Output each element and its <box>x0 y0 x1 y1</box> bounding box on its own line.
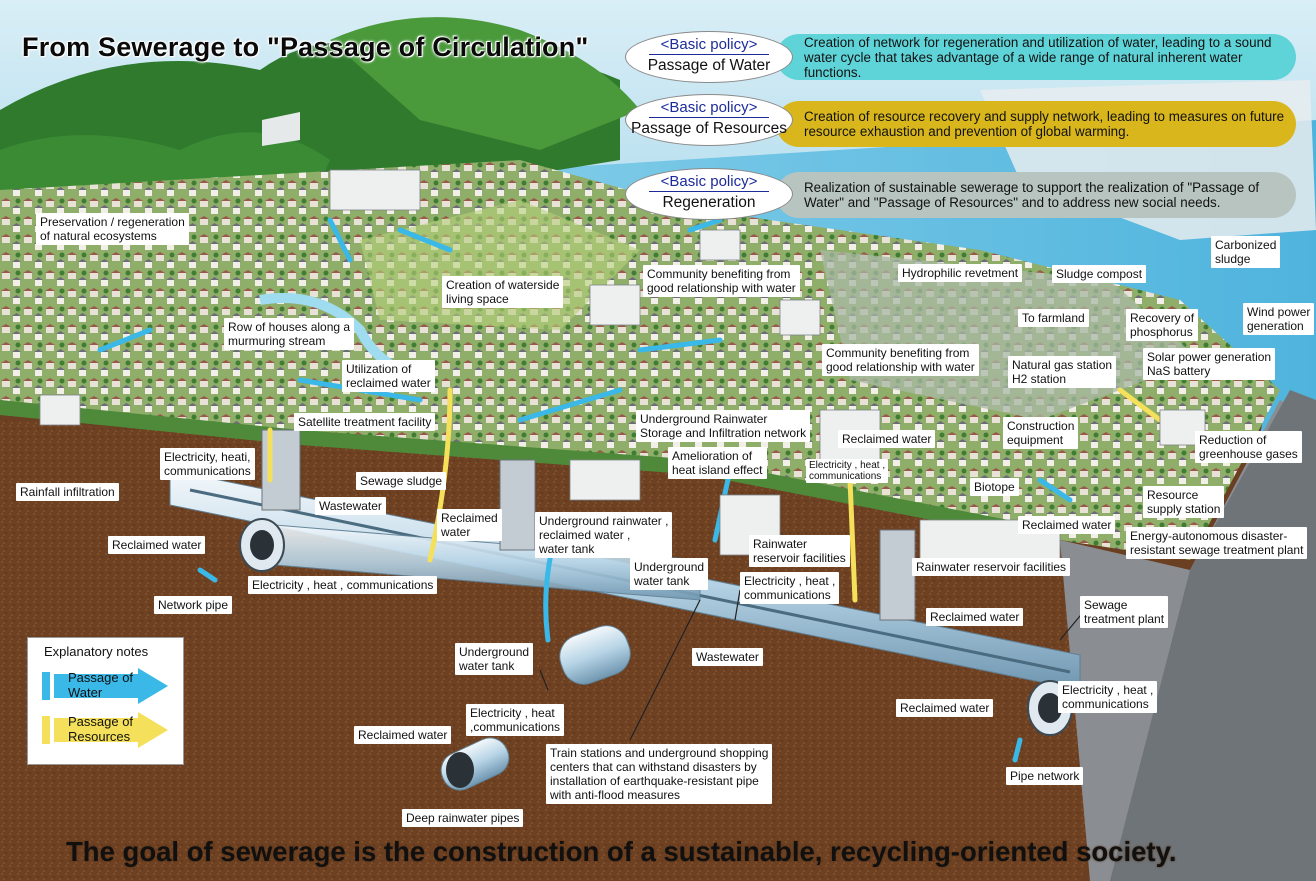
label-reclaimed-left: Reclaimed water <box>108 536 206 554</box>
label-elec-low: Electricity , heat ,communications <box>466 704 565 736</box>
label-carbonized: Carbonized sludge <box>1211 236 1281 268</box>
label-ug-tank-3: Underground water tank <box>455 643 534 675</box>
page-title: From Sewerage to "Passage of Circulation… <box>22 32 589 62</box>
label-pipe-network: Pipe network <box>1006 767 1084 785</box>
label-train-stations: Train stations and underground shopping … <box>546 744 773 804</box>
legend-label-water: Passage of Water <box>68 670 134 700</box>
legend-item-water: Passage of Water <box>42 668 168 704</box>
policy-band-resources: Creation of resource recovery and supply… <box>776 101 1296 147</box>
policy-oval-resources: <Basic policy> Passage of Resources <box>625 94 793 146</box>
label-construction: Construction equipment <box>1003 417 1079 449</box>
label-row-houses: Row of houses along a murmuring stream <box>224 318 355 350</box>
label-deep-pipes: Deep rainwater pipes <box>402 809 524 827</box>
policy-tag: <Basic policy> <box>648 173 770 192</box>
label-sewage-sludge: Sewage sludge <box>356 472 447 490</box>
label-hydrophilic: Hydrophilic revetment <box>898 264 1023 282</box>
label-preservation: Preservation / regeneration of natural e… <box>36 213 189 245</box>
policy-water-description: Creation of network for regeneration and… <box>804 34 1272 80</box>
label-waterside: Creation of waterside living space <box>442 276 564 308</box>
label-reclaimed-utilization: Utilization of reclaimed water <box>342 360 435 392</box>
legend: Explanatory notes Passage of Water Passa… <box>27 637 184 765</box>
label-reclaimed-6: Reclaimed water <box>354 726 452 744</box>
policy-oval-regeneration: <Basic policy> Regeneration <box>625 168 793 220</box>
label-wastewater-2: Wastewater <box>692 648 763 666</box>
label-solar: Solar power generation NaS battery <box>1143 348 1276 380</box>
resources-arrow-icon <box>42 712 168 748</box>
label-reclaimed-5: Reclaimed water <box>896 699 994 717</box>
label-greenhouse: Reduction of greenhouse gases <box>1195 431 1302 463</box>
label-sludge-compost: Sludge compost <box>1052 265 1147 283</box>
label-elec-small: Electricity , heat , communications <box>806 459 889 483</box>
legend-label-resources: Passage of Resources <box>68 714 134 744</box>
label-reclaimed-3: Reclaimed water <box>1018 516 1116 534</box>
water-arrow-icon <box>42 668 168 704</box>
label-gas-station: Natural gas station H2 station <box>1008 356 1117 388</box>
label-ug-tank-1: Underground rainwater , reclaimed water … <box>535 512 673 558</box>
policy-band-water: Creation of network for regeneration and… <box>776 34 1296 80</box>
label-community-1: Community benefiting from good relations… <box>643 265 800 297</box>
label-reclaimed-top: Reclaimed water <box>838 430 936 448</box>
label-reclaimed-2: Reclaimed water <box>437 509 502 541</box>
label-satellite: Satellite treatment facility <box>294 413 436 431</box>
label-farmland: To farmland <box>1018 309 1089 327</box>
label-elec-heati: Electricity, heati, communications <box>160 448 255 480</box>
label-wastewater-1: Wastewater <box>315 497 386 515</box>
policy-tag: <Basic policy> <box>648 36 770 55</box>
policy-band-regeneration: Realization of sustainable sewerage to s… <box>776 172 1296 218</box>
goal-statement: The goal of sewerage is the construction… <box>66 836 1177 867</box>
label-rain-reservoir-2: Rainwater reservoir facilities <box>912 558 1071 576</box>
label-biotope: Biotope <box>970 478 1019 496</box>
policy-name-water: Passage of Water <box>647 57 771 74</box>
label-energy-autonomous: Energy-autonomous disaster- resistant se… <box>1126 527 1308 559</box>
label-reclaimed-4: Reclaimed water <box>926 608 1024 626</box>
policy-tag: <Basic policy> <box>648 99 770 118</box>
label-underground-rain: Underground Rainwater Storage and Infilt… <box>636 410 811 442</box>
label-network-pipe: Network pipe <box>154 596 233 614</box>
label-resource-supply: Resource supply station <box>1143 486 1225 518</box>
label-heat-island: Amelioration of heat island effect <box>668 447 767 479</box>
label-rain-infiltration: Rainfall infiltration <box>16 483 119 501</box>
label-elec-main: Electricity , heat , communications <box>248 576 438 594</box>
label-sewage-plant: Sewage treatment plant <box>1080 596 1169 628</box>
label-community-2: Community benefiting from good relations… <box>822 344 979 376</box>
legend-heading: Explanatory notes <box>44 644 149 659</box>
policy-resources-description: Creation of resource recovery and supply… <box>804 109 1285 139</box>
legend-item-resources: Passage of Resources <box>42 712 168 748</box>
policy-name-regeneration: Regeneration <box>662 194 756 211</box>
label-rain-reservoir: Rainwater reservoir facilities <box>749 535 850 567</box>
label-elec-mid: Electricity , heat , communications <box>740 572 840 604</box>
policy-regeneration-description: Realization of sustainable sewerage to s… <box>804 180 1260 210</box>
policy-oval-water: <Basic policy> Passage of Water <box>625 31 793 83</box>
label-wind: Wind power generation <box>1243 303 1315 335</box>
label-elec-right: Electricity , heat , communications <box>1058 681 1158 713</box>
label-ug-tank-2: Underground water tank <box>630 558 709 590</box>
policy-name-resources: Passage of Resources <box>631 120 787 137</box>
label-phosphorus: Recovery of phosphorus <box>1126 309 1199 341</box>
